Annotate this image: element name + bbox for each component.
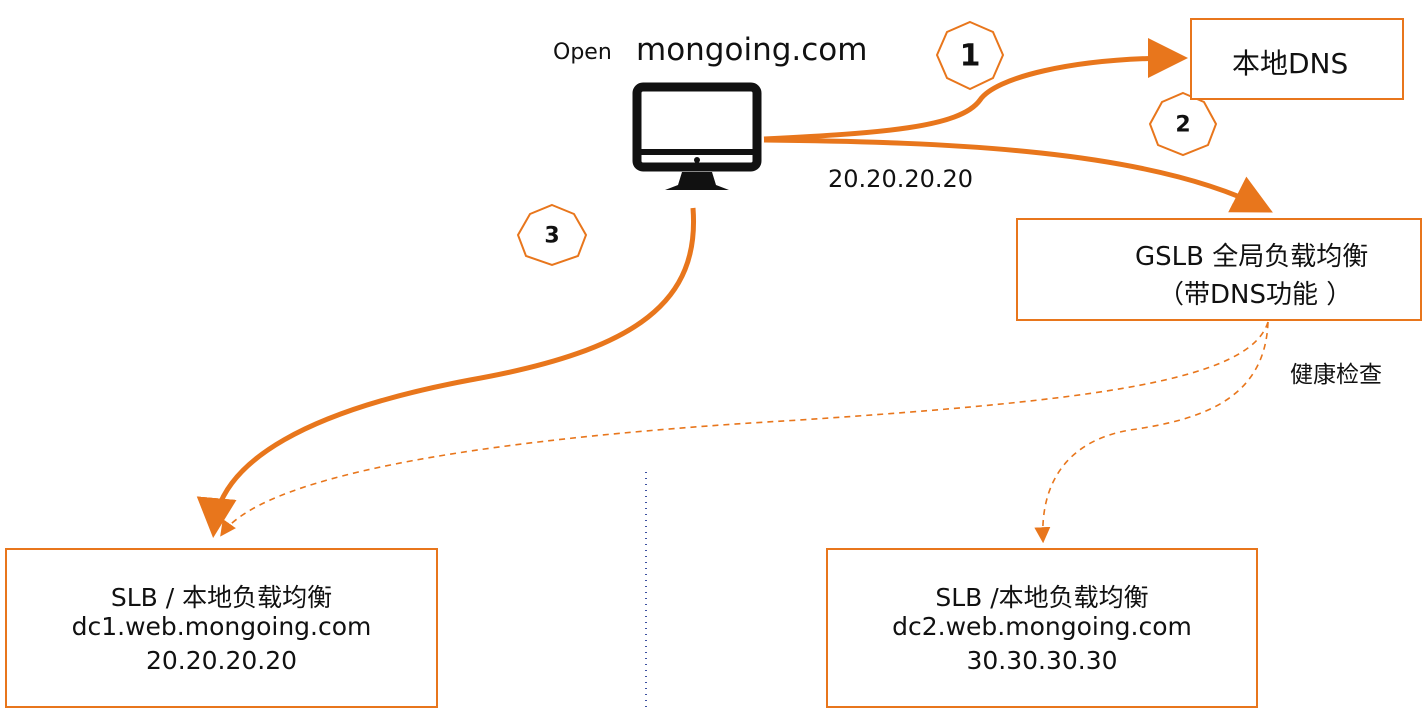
dc2-slb-box: SLB /本地负载均衡 dc2.web.mongoing.com 30.30.3… [826,548,1258,708]
dc1-ip: 20.20.20.20 [145,646,298,675]
local-dns-box: 本地DNS [1190,18,1404,100]
step-number-1: 1 [959,38,981,74]
dc2-hostname: dc2.web.mongoing.com [892,612,1192,641]
health-check-line-dc2 [1034,321,1269,544]
dc1-slb-box: SLB / 本地负载均衡 dc1.web.mongoing.com 20.20.… [5,548,438,708]
client-site-label: mongoing.com [636,32,868,68]
local-dns-label: 本地DNS [1232,47,1349,80]
resolved-ip-label: 20.20.20.20 [828,165,974,193]
gslb-box: GSLB 全局负载均衡 （带DNS功能 ） [1016,218,1422,321]
gslb-title: GSLB 全局负载均衡 [1135,242,1369,272]
step-number-2: 2 [1175,112,1191,138]
arrow-step-2 [763,137,1273,213]
gslb-subtitle: （带DNS功能 ） [1158,280,1353,310]
step-badge-1 [935,20,1005,91]
desktop-monitor-icon [632,82,762,190]
step-number-3: 3 [544,223,560,249]
arrow-step-1 [763,38,1188,142]
open-label: Open [553,40,612,65]
health-check-line-dc1 [220,321,1269,537]
dc1-hostname: dc1.web.mongoing.com [71,612,372,641]
step-badge-3 [516,203,588,267]
dc2-title: SLB /本地负载均衡 [935,583,1149,612]
arrow-step-3 [196,207,697,538]
health-check-label: 健康检查 [1290,362,1382,388]
dc1-title: SLB / 本地负载均衡 [110,583,333,612]
dc2-ip: 30.30.30.30 [966,646,1118,675]
step-badge-2 [1148,91,1218,157]
